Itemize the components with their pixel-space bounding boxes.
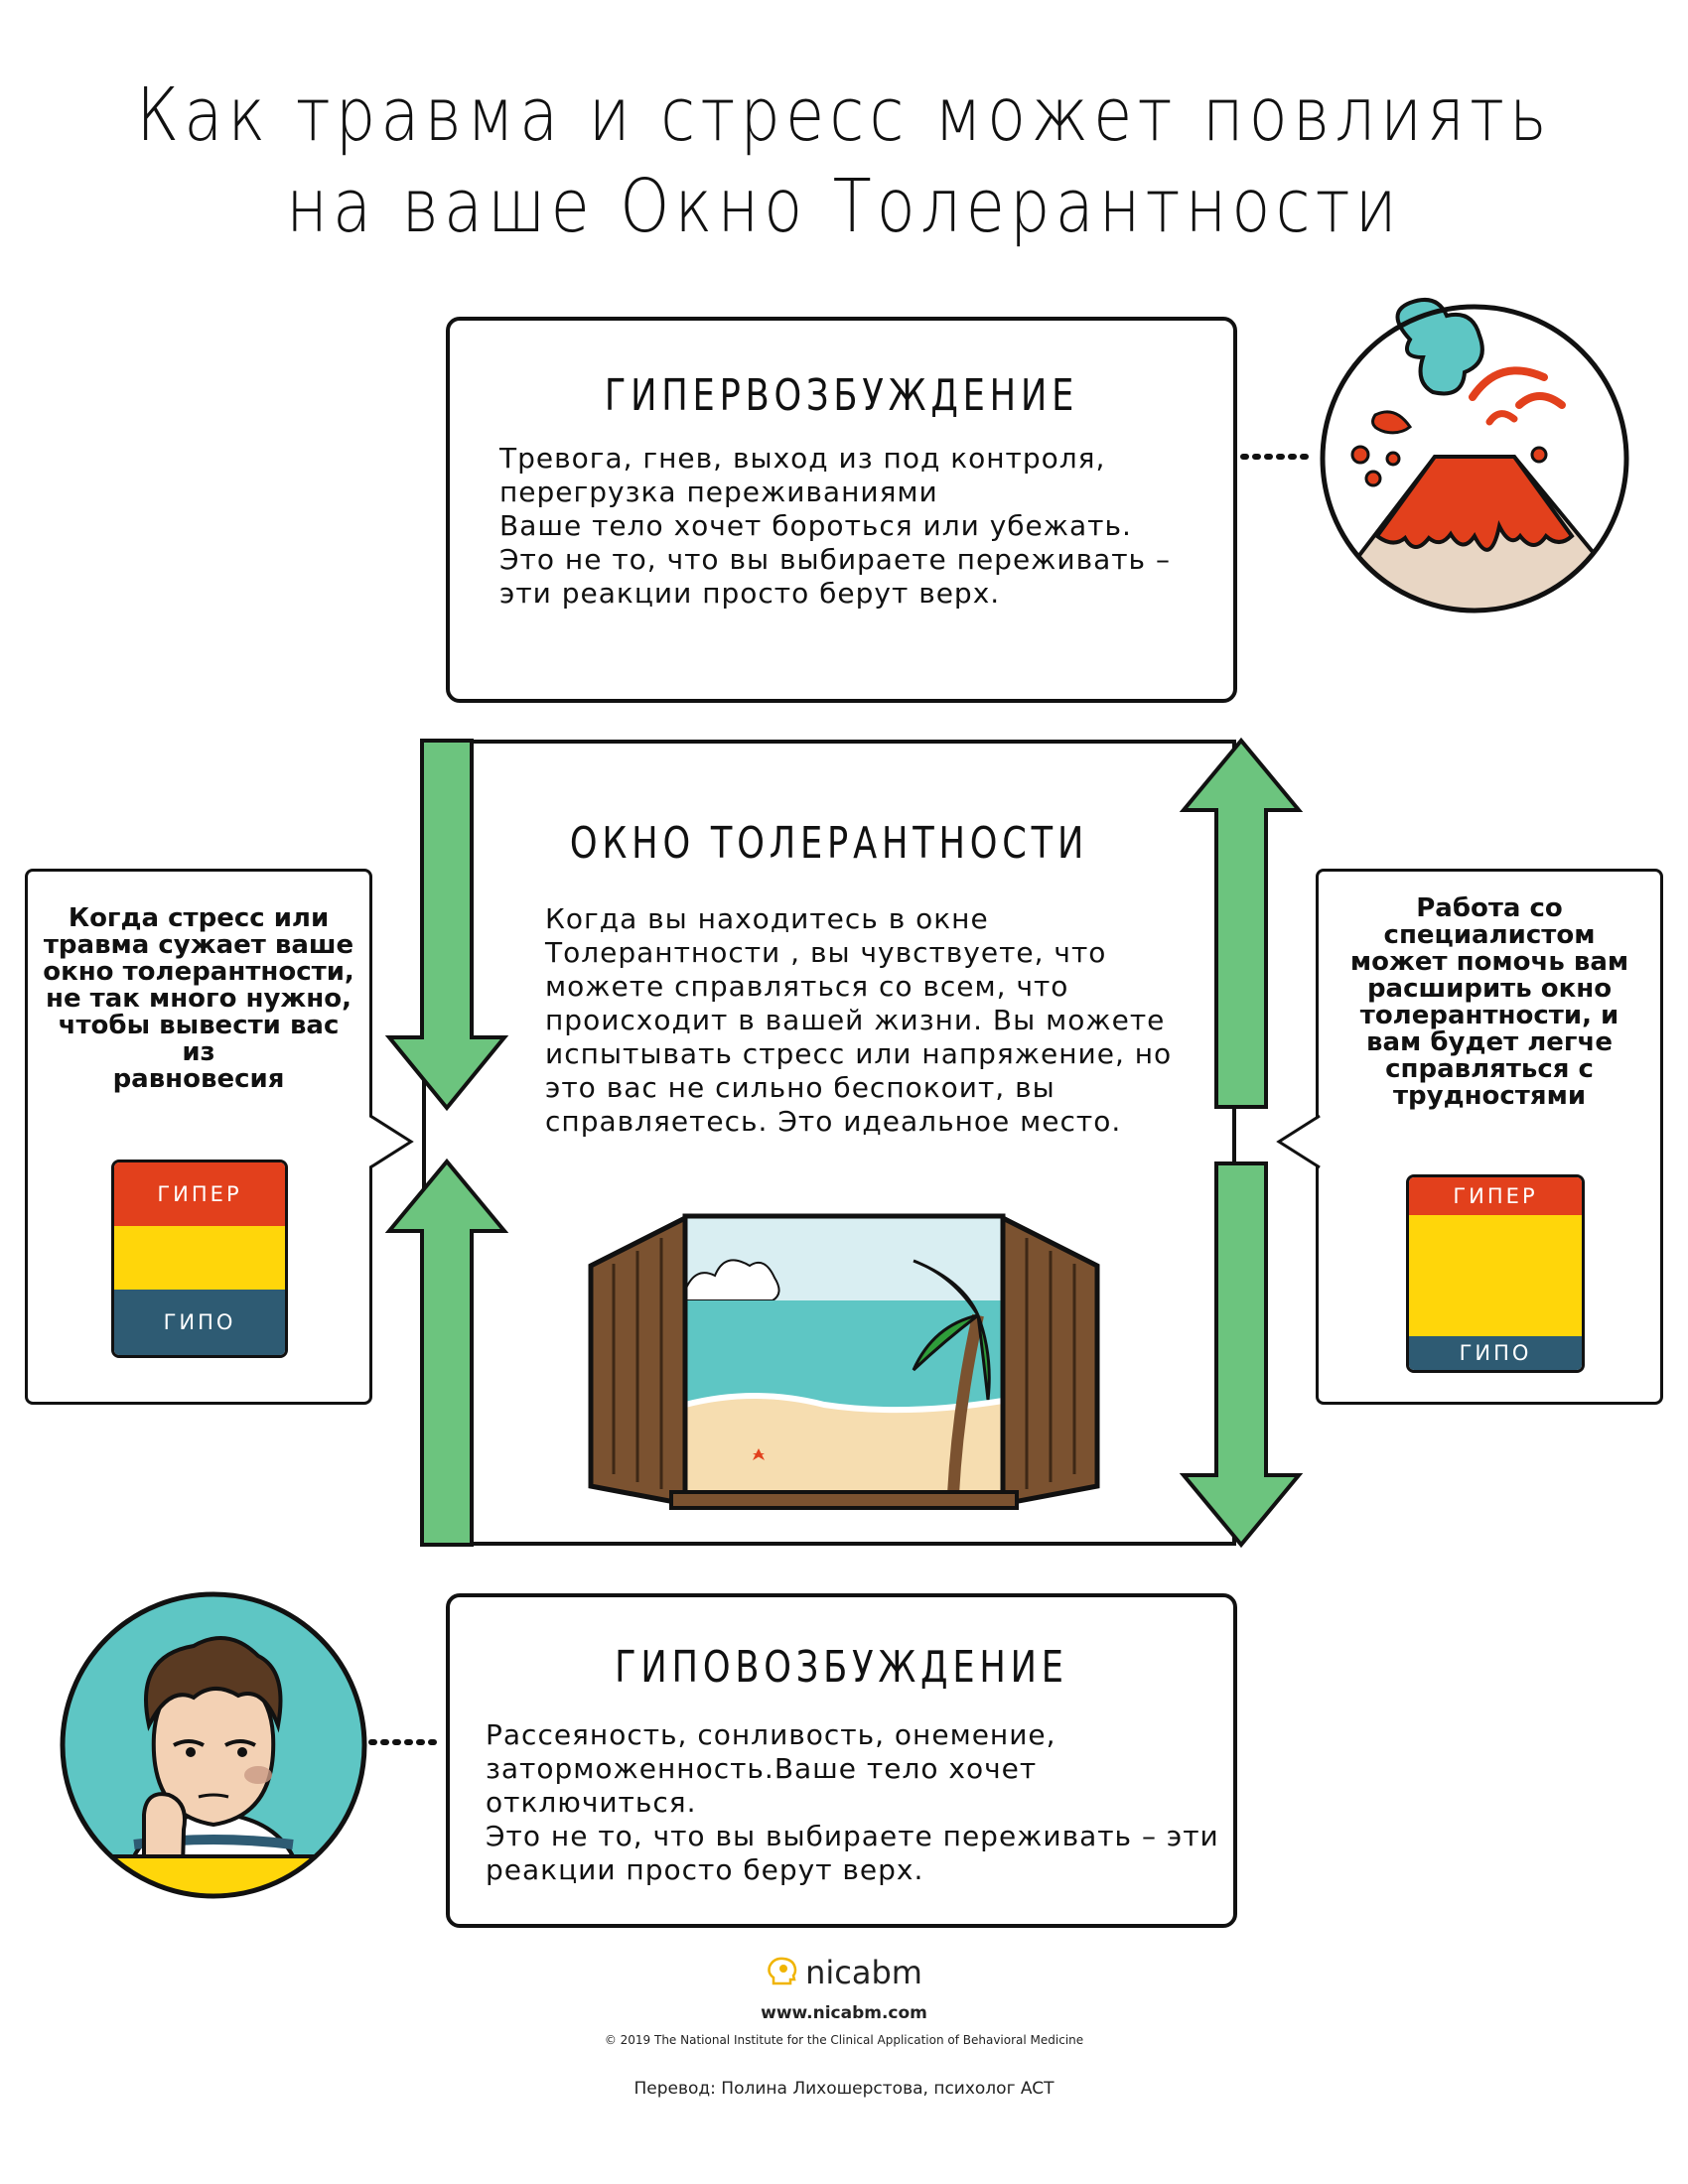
hypoarousal-heading: ГИПОВОЗБУЖДЕНИЕ bbox=[615, 1642, 1068, 1693]
narrowing-note-box: Когда стресс или травма сужает ваше окно… bbox=[25, 869, 372, 1405]
note-line: трудностями bbox=[1392, 1081, 1587, 1111]
note-line: травма сужает ваше bbox=[43, 930, 354, 960]
tolerance-line: можете справляться со всем, что bbox=[545, 970, 1069, 1003]
footer: nicabm www.nicabm.com © 2019 The Nationa… bbox=[0, 1954, 1688, 2099]
note-line: вам будет легче bbox=[1366, 1027, 1613, 1057]
hyperarousal-heading: ГИПЕРВОЗБУЖДЕНИЕ bbox=[604, 370, 1079, 421]
note-line: толерантности, и bbox=[1359, 1001, 1619, 1030]
tolerance-zone bbox=[114, 1226, 285, 1290]
note-line: окно толерантности, bbox=[43, 957, 354, 987]
hyper-zone-label: ГИПЕР bbox=[114, 1162, 285, 1226]
note-line: равновесия bbox=[112, 1064, 285, 1094]
tolerance-line: справляетесь. Это идеальное место. bbox=[545, 1105, 1122, 1138]
hypoarousal-line: реакции просто берут верх. bbox=[486, 1853, 924, 1886]
hyperarousal-line: эти реакции просто берут верх. bbox=[499, 577, 1001, 610]
hyperarousal-box: ГИПЕРВОЗБУЖДЕНИЕ Тревога, гнев, выход из… bbox=[446, 317, 1237, 703]
narrowing-note-tail bbox=[367, 1114, 414, 1169]
hypoarousal-line: Это не то, что вы выбираете переживать –… bbox=[486, 1820, 1219, 1852]
tolerance-line: Когда вы находитесь в окне bbox=[545, 902, 989, 935]
note-line: не так много нужно, bbox=[45, 984, 352, 1014]
hyperarousal-line: Это не то, что вы выбираете переживать – bbox=[499, 543, 1171, 576]
bored-person-icon bbox=[60, 1591, 367, 1899]
wide-window-meter: ГИПЕР ГИПО bbox=[1406, 1174, 1585, 1373]
narrowing-note-text: Когда стресс или травма сужает ваше окно… bbox=[38, 905, 359, 1093]
widening-arrows bbox=[1179, 737, 1304, 1549]
tolerance-line: испытывать стресс или напряжение, но bbox=[545, 1037, 1173, 1070]
tolerance-heading: ОКНО ТОЛЕРАНТНОСТИ bbox=[569, 818, 1089, 869]
note-line: Работа со bbox=[1416, 893, 1563, 923]
translation-credit: Перевод: Полина Лихошерстова, психолог A… bbox=[633, 2079, 1055, 2099]
arrow-down-icon bbox=[1179, 1161, 1304, 1549]
tolerance-text: Когда вы находитесь в окне Толерантности… bbox=[545, 902, 1172, 1139]
tolerance-line: происходит в вашей жизни. Вы можете bbox=[545, 1004, 1166, 1036]
note-line: справляться с bbox=[1385, 1054, 1594, 1084]
window-of-tolerance-box: ОКНО ТОЛЕРАНТНОСТИ Когда вы находитесь в… bbox=[422, 740, 1236, 1546]
title-line-2: на ваше Окно Толерантности bbox=[286, 164, 1402, 249]
hyperarousal-line: Ваше тело хочет бороться или убежать. bbox=[499, 509, 1132, 542]
tolerance-line: это вас не сильно беспокоит, вы bbox=[545, 1071, 1055, 1104]
widening-note-text: Работа со специалистом может помочь вам … bbox=[1329, 895, 1650, 1110]
widening-note-tail bbox=[1276, 1114, 1323, 1169]
hyperarousal-line: перегрузка переживаниями bbox=[499, 476, 938, 508]
head-logo-icon bbox=[768, 1957, 797, 1985]
brand-name: nicabm bbox=[805, 1954, 922, 1991]
brand-logo: nicabm bbox=[766, 1954, 922, 1991]
narrowing-arrows bbox=[384, 739, 509, 1547]
hyper-zone-label: ГИПЕР bbox=[1409, 1177, 1582, 1215]
title-line-1: Как травма и стресс может повлиять bbox=[136, 72, 1552, 158]
hypoarousal-text: Рассеяность, сонливость, онемение, затор… bbox=[486, 1718, 1233, 1887]
beach-window-icon bbox=[588, 1213, 1100, 1510]
hyperarousal-text: Тревога, гнев, выход из под контроля, пе… bbox=[499, 442, 1171, 611]
narrow-window-meter: ГИПЕР ГИПО bbox=[111, 1160, 288, 1358]
note-line: специалистом bbox=[1383, 920, 1596, 950]
hypoarousal-line: Рассеяность, сонливость, онемение, bbox=[486, 1718, 1056, 1751]
tolerance-line: Толерантности , вы чувствуете, что bbox=[545, 936, 1107, 969]
volcano-icon bbox=[1320, 298, 1629, 614]
person-connector bbox=[368, 1739, 446, 1745]
hypo-zone-label: ГИПО bbox=[114, 1290, 285, 1355]
website-link[interactable]: www.nicabm.com bbox=[761, 2003, 927, 2023]
hypoarousal-line: заторможенность.Ваше тело хочет отключит… bbox=[486, 1752, 1038, 1819]
hyperarousal-line: Тревога, гнев, выход из под контроля, bbox=[499, 442, 1106, 475]
note-line: Когда стресс или bbox=[68, 903, 330, 933]
hypoarousal-box: ГИПОВОЗБУЖДЕНИЕ Рассеяность, сонливость,… bbox=[446, 1593, 1237, 1928]
arrow-down-icon bbox=[384, 739, 509, 1112]
note-line: может помочь вам bbox=[1349, 947, 1629, 977]
note-line: чтобы вывести вас из bbox=[58, 1011, 340, 1067]
page-title: Как травма и стресс может повлиять на ва… bbox=[118, 69, 1570, 252]
copyright-text: © 2019 The National Institute for the Cl… bbox=[604, 2033, 1084, 2047]
arrow-up-icon bbox=[384, 1158, 509, 1547]
arrow-up-icon bbox=[1179, 737, 1304, 1109]
tolerance-zone bbox=[1409, 1215, 1582, 1336]
note-line: расширить окно bbox=[1366, 974, 1613, 1004]
volcano-connector bbox=[1240, 454, 1318, 460]
widening-note-box: Работа со специалистом может помочь вам … bbox=[1316, 869, 1663, 1405]
hypo-zone-label: ГИПО bbox=[1409, 1336, 1582, 1370]
